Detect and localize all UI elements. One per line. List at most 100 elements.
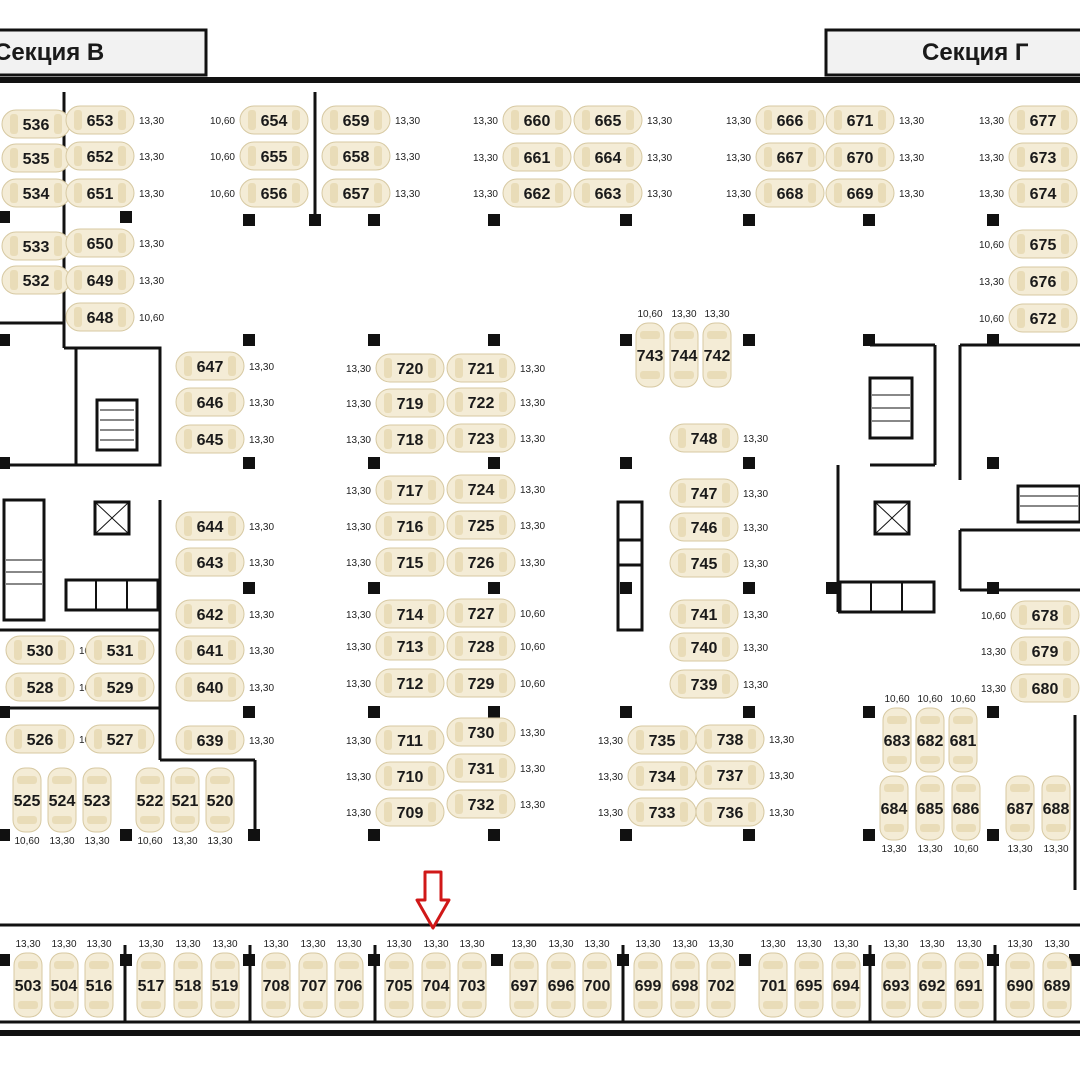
section-tab-v[interactable]: Секция В [0, 28, 208, 77]
parking-spot-526[interactable]: 52610,60 [5, 724, 104, 754]
parking-spot-531[interactable]: 531 [85, 635, 155, 665]
parking-spot-527[interactable]: 527 [85, 724, 155, 754]
parking-spot-535[interactable]: 535 [1, 143, 71, 173]
parking-spot-532[interactable]: 532 [1, 265, 71, 295]
